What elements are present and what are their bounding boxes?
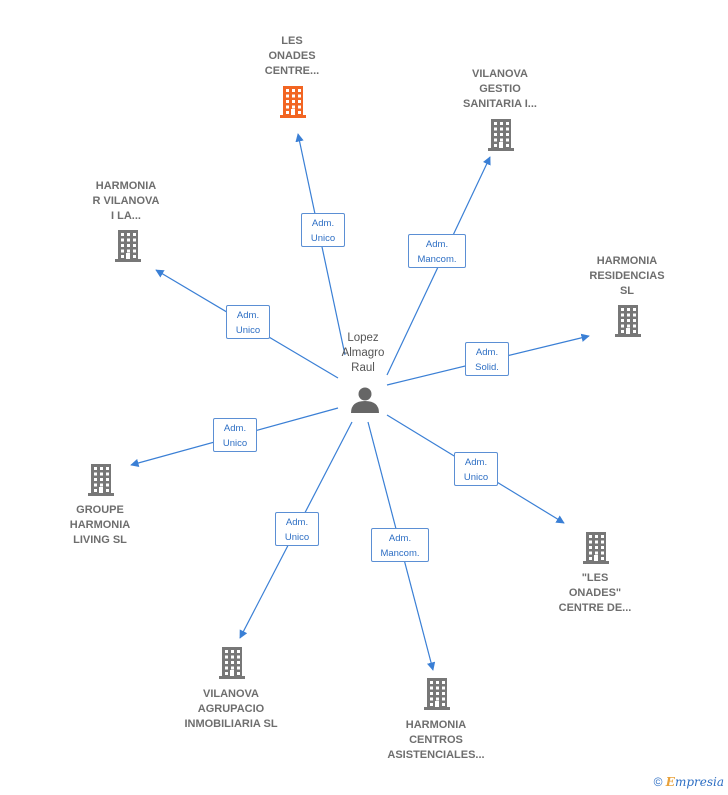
company-label-groupe-harmonia[interactable]: GROUPE HARMONIA LIVING SL (69, 504, 131, 546)
edge-label-groupe-harmonia[interactable]: Adm. Unico (213, 418, 257, 452)
brand-logo: Empresia (665, 775, 724, 789)
building-icon-harmonia-centros[interactable] (424, 678, 450, 710)
company-label-harmonia-residencias[interactable]: HARMONIA RESIDENCIAS SL (589, 255, 665, 297)
company-label-harmonia-centros[interactable]: HARMONIA CENTROS ASISTENCIALES... (387, 719, 485, 761)
company-label-les-onades-centre-de[interactable]: "LES ONADES" CENTRE DE... (558, 572, 632, 614)
edge-label-vilanova-gestio[interactable]: Adm. Mancom. (408, 234, 466, 268)
edge-label-vilanova-agrupacio[interactable]: Adm. Unico (275, 512, 319, 546)
edge-label-les-onades-centre[interactable]: Adm. Unico (301, 213, 345, 247)
company-label-les-onades-centre[interactable]: LES ONADES CENTRE... (264, 35, 320, 77)
company-label-harmonia-vilanova[interactable]: HARMONIA R VILANOVA I LA... (92, 180, 160, 222)
edge-label-harmonia-residencias[interactable]: Adm. Solid. (465, 342, 509, 376)
company-label-vilanova-gestio[interactable]: VILANOVA GESTIO SANITARIA I... (463, 68, 537, 110)
building-icon-vilanova-agrupacio[interactable] (219, 647, 245, 679)
footer-brand: © Empresia (654, 775, 724, 789)
edge-label-harmonia-vilanova[interactable]: Adm. Unico (226, 305, 270, 339)
building-icon-groupe-harmonia[interactable] (88, 464, 114, 496)
building-icon-les-onades-centre[interactable] (280, 86, 306, 118)
copyright-icon: © (653, 775, 663, 789)
building-icon-harmonia-vilanova[interactable] (115, 230, 141, 262)
person-icon[interactable] (351, 387, 379, 414)
person-label[interactable]: Lopez Almagro Raul (341, 332, 385, 374)
edge-label-les-onades-centre-de[interactable]: Adm. Unico (454, 452, 498, 486)
building-icon-les-onades-centre-de[interactable] (583, 532, 609, 564)
edge-label-harmonia-centros[interactable]: Adm. Mancom. (371, 528, 429, 562)
company-label-vilanova-agrupacio[interactable]: VILANOVA AGRUPACIO INMOBILIARIA SL (184, 688, 278, 730)
building-icon-harmonia-residencias[interactable] (615, 305, 641, 337)
building-icon-vilanova-gestio[interactable] (488, 119, 514, 151)
